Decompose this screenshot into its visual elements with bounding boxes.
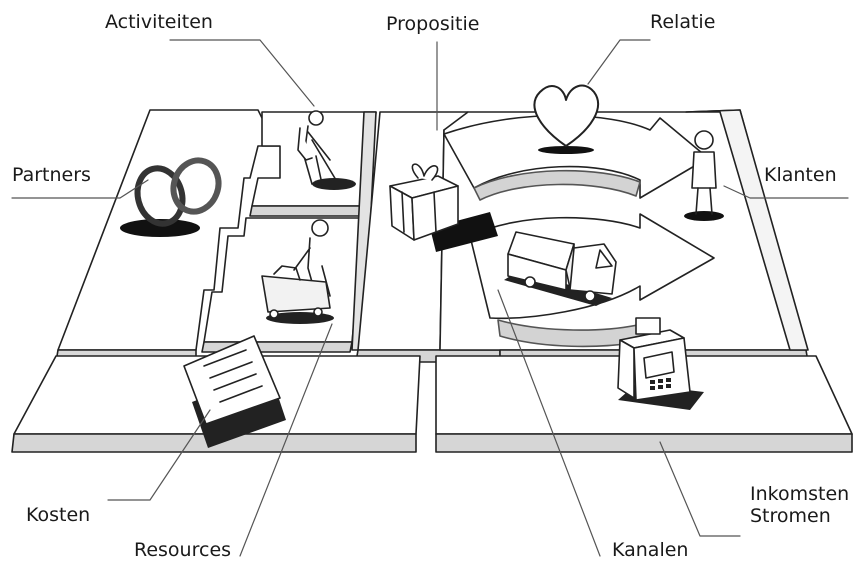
inkomsten-leader xyxy=(659,441,741,537)
kosten-leader xyxy=(107,409,211,501)
label-partners: Partners xyxy=(12,164,91,186)
label-relatie: Relatie xyxy=(650,11,716,33)
label-inkomsten-line2: Stromen xyxy=(750,504,831,527)
board xyxy=(11,109,853,453)
label-kosten: Kosten xyxy=(26,504,91,526)
klanten-leader xyxy=(723,185,849,199)
linked-rings-icon xyxy=(120,157,222,237)
person-digging-icon xyxy=(297,110,356,190)
label-klanten: Klanten xyxy=(764,164,837,186)
person-with-cart-icon xyxy=(261,219,334,324)
label-propositie: Propositie xyxy=(386,13,480,35)
heart-icon xyxy=(533,84,600,154)
partners-leader xyxy=(11,179,149,199)
leader-lines xyxy=(11,39,849,557)
klanten-block xyxy=(685,109,809,351)
cash-register-icon xyxy=(617,317,704,410)
label-inkomsten-line1: Inkomsten xyxy=(750,483,850,505)
delivery-truck-icon xyxy=(504,231,617,306)
activiteiten-leader xyxy=(169,39,315,107)
label-resources: Resources xyxy=(134,539,232,561)
standing-person-icon xyxy=(684,130,724,221)
gift-box-icon xyxy=(389,163,498,252)
label-kanalen: Kanalen xyxy=(612,539,689,561)
activiteiten-block xyxy=(249,111,377,217)
invoice-document-icon xyxy=(183,335,286,448)
kanalen-leader xyxy=(497,289,601,557)
resources-leader xyxy=(239,323,333,557)
relatie-leader xyxy=(587,39,651,85)
label-inkomsten-stromen: Inkomsten Stromen xyxy=(750,483,850,528)
label-activiteiten: Activiteiten xyxy=(105,11,213,33)
